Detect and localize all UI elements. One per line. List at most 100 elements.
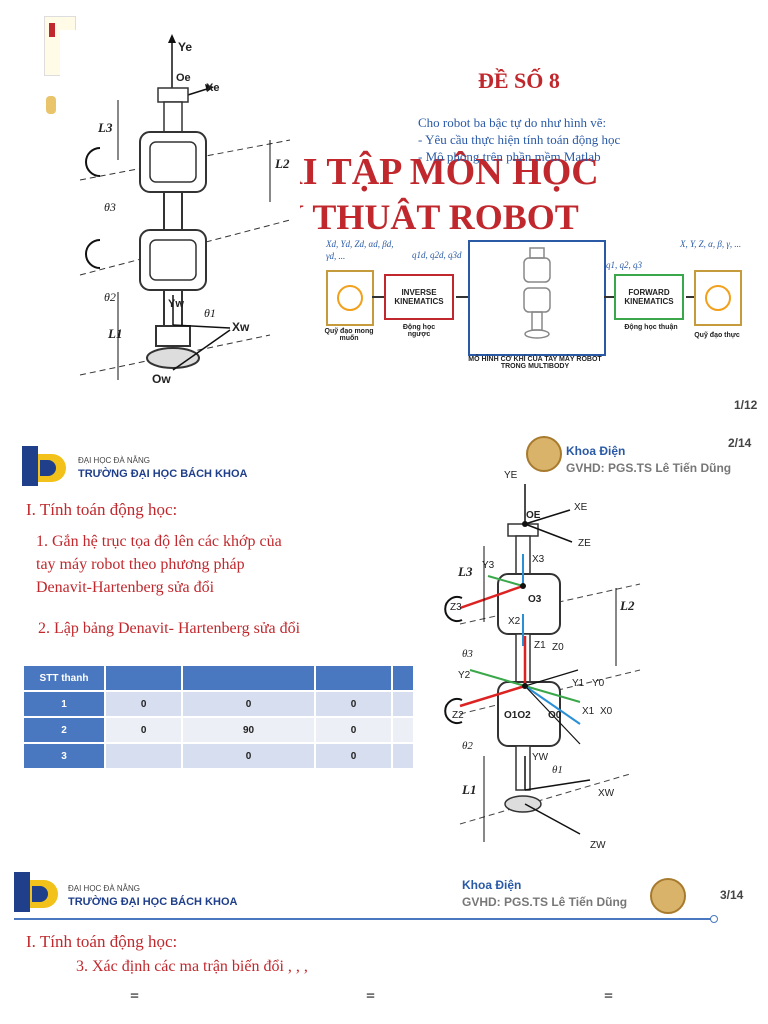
frame-label: θ2 bbox=[462, 740, 473, 752]
table-header-cell bbox=[106, 666, 182, 690]
slide-1: BÀI TẬP MÔN HỌC KỸ THUẬT ROBOT bbox=[0, 0, 768, 430]
item-1: 1. Gắn hệ trục tọa độ lên các khớp của t… bbox=[36, 530, 282, 599]
table-cell: 0 bbox=[183, 692, 314, 716]
table-cell: 0 bbox=[315, 692, 392, 716]
label-theta1: θ1 bbox=[204, 306, 216, 320]
department-name: Khoa Điện bbox=[566, 444, 626, 458]
logo-fragment bbox=[46, 96, 56, 114]
frame-label: θ1 bbox=[552, 764, 563, 776]
frame-label: Z3 bbox=[450, 602, 462, 613]
frame-label: XW bbox=[598, 788, 615, 799]
university-name-small: ĐẠI HỌC ĐÀ NẴNG bbox=[68, 884, 141, 893]
table-header-row: STT thanh bbox=[24, 666, 413, 690]
label-l1: L1 bbox=[108, 326, 123, 341]
flow-arrow-3 bbox=[604, 296, 614, 298]
flow-arrow-4 bbox=[686, 296, 694, 298]
caption-ik: Động học ngược bbox=[402, 324, 436, 338]
frame-label: L3 bbox=[458, 564, 473, 579]
exam-title: ĐỀ SỐ 8 bbox=[478, 68, 560, 93]
item-2: 2. Lập bảng Denavit- Hartenberg sửa đổi bbox=[38, 620, 301, 637]
equation-sign-2: = bbox=[366, 988, 376, 1005]
table-row: 3 0 0 bbox=[24, 744, 413, 768]
label-ow: Ow bbox=[152, 372, 171, 386]
table-header-cell: STT thanh bbox=[24, 666, 104, 690]
circle-trajectory-icon bbox=[705, 285, 731, 311]
inverse-kinematics-box: INVERSE KINEMATICS bbox=[384, 274, 454, 320]
table-header-cell bbox=[393, 666, 413, 690]
frame-label: θ3 bbox=[462, 648, 473, 660]
slide-2: ĐẠI HỌC ĐÀ NẴNG TRƯỜNG ĐẠI HỌC BÁCH KHOA… bbox=[0, 430, 768, 860]
flow-output-vars: X, Y, Z, α, β, γ, ... bbox=[680, 239, 742, 249]
caption-actual: Quỹ đạo thực bbox=[694, 332, 740, 339]
table-header-cell bbox=[315, 666, 392, 690]
actual-trajectory-box bbox=[694, 270, 742, 326]
table-row: 1 0 0 0 bbox=[24, 692, 413, 716]
equation-sign-3: = bbox=[604, 988, 614, 1005]
robot-model-box bbox=[468, 240, 606, 356]
frame-label: Y2 bbox=[458, 670, 471, 681]
slide-3: ĐẠI HỌC ĐÀ NẴNG TRƯỜNG ĐẠI HỌC BÁCH KHOA… bbox=[0, 860, 768, 1024]
table-cell: 0 bbox=[315, 718, 392, 742]
university-logo bbox=[22, 446, 68, 486]
label-theta2: θ2 bbox=[104, 290, 116, 304]
frame-label: ZE bbox=[578, 538, 591, 549]
item-1-line-3: Denavit-Hartenberg sửa đổi bbox=[36, 579, 215, 596]
caption-desired: Quỹ đạo mong muốn bbox=[324, 328, 374, 342]
slide-number: 1/12 bbox=[734, 398, 758, 412]
frame-label: Z2 bbox=[452, 710, 464, 721]
desired-trajectory-box bbox=[326, 270, 374, 326]
item-1-line-1: 1. Gắn hệ trục tọa độ lên các khớp của bbox=[36, 533, 282, 550]
table-cell: 2 bbox=[24, 718, 104, 742]
task-line-3: - Mô phỏng trên phần mềm Matlab bbox=[418, 149, 601, 164]
task-line-1: Cho robot ba bậc tự do như hình vẽ: bbox=[418, 115, 607, 130]
frame-label: Z0 bbox=[552, 642, 564, 653]
label-l2: L2 bbox=[275, 156, 290, 171]
table-cell: 0 bbox=[315, 744, 392, 768]
frame-label: OE bbox=[526, 510, 541, 521]
table-row: 2 0 90 0 bbox=[24, 718, 413, 742]
task-line-2: - Yêu cầu thực hiện tính toán động học bbox=[418, 132, 621, 147]
table-cell bbox=[393, 744, 413, 768]
advisor-name: GVHD: PGS.TS Lê Tiến Dũng bbox=[462, 895, 628, 909]
label-ye: Ye bbox=[178, 40, 193, 54]
department-seal bbox=[650, 878, 686, 914]
table-cell: 90 bbox=[183, 718, 314, 742]
label-theta3: θ3 bbox=[104, 200, 116, 214]
frame-label: XE bbox=[574, 502, 588, 513]
frame-label: O0 bbox=[548, 710, 562, 721]
label-oe: Oe bbox=[176, 72, 191, 84]
table-cell: 0 bbox=[106, 718, 182, 742]
advisor-name: GVHD: PGS.TS Lê Tiến Dũng bbox=[566, 461, 732, 475]
robot-arm-diagram bbox=[60, 30, 300, 390]
caption-fk: Động học thuận bbox=[624, 324, 678, 331]
flow-diagram: Xd, Yd, Zd, αd, βd, γd, ... INVERSE KINE… bbox=[296, 230, 756, 380]
flow-input-vars: Xd, Yd, Zd, αd, βd, γd, ... bbox=[326, 239, 394, 261]
equation-sign-1: = bbox=[130, 988, 140, 1005]
label-l3: L3 bbox=[98, 120, 113, 135]
slide-number: 2/14 bbox=[728, 436, 752, 450]
item-3: 3. Xác định các ma trận biến đổi , , , bbox=[76, 958, 308, 975]
robot-model-sketch bbox=[523, 247, 551, 339]
frame-label: Y0 bbox=[592, 678, 605, 689]
frame-label: Z1 bbox=[534, 640, 546, 651]
frame-label: ZW bbox=[590, 840, 606, 851]
frame-label: X0 bbox=[600, 706, 613, 717]
label-yw: Yw bbox=[168, 298, 184, 310]
background-title-1: BÀI TẬP MÔN HỌC bbox=[250, 151, 599, 193]
frame-label: O3 bbox=[528, 594, 542, 605]
section-heading: I. Tính toán động học: bbox=[26, 500, 178, 519]
frame-label: O1O2 bbox=[504, 710, 531, 721]
table-cell bbox=[393, 718, 413, 742]
header-divider bbox=[14, 918, 714, 920]
frame-label: YE bbox=[504, 470, 518, 481]
university-name: TRƯỜNG ĐẠI HỌC BÁCH KHOA bbox=[68, 896, 238, 908]
university-logo bbox=[14, 872, 60, 912]
frame-label: Y1 bbox=[572, 678, 585, 689]
item-1-line-2: tay máy robot theo phương pháp bbox=[36, 556, 245, 573]
slide-number: 3/14 bbox=[720, 888, 744, 902]
department-name: Khoa Điện bbox=[462, 878, 522, 892]
table-cell bbox=[106, 744, 182, 768]
section-heading: I. Tính toán động học: bbox=[26, 932, 178, 951]
label-xe: Xe bbox=[206, 82, 220, 94]
table-header-cell bbox=[183, 666, 314, 690]
